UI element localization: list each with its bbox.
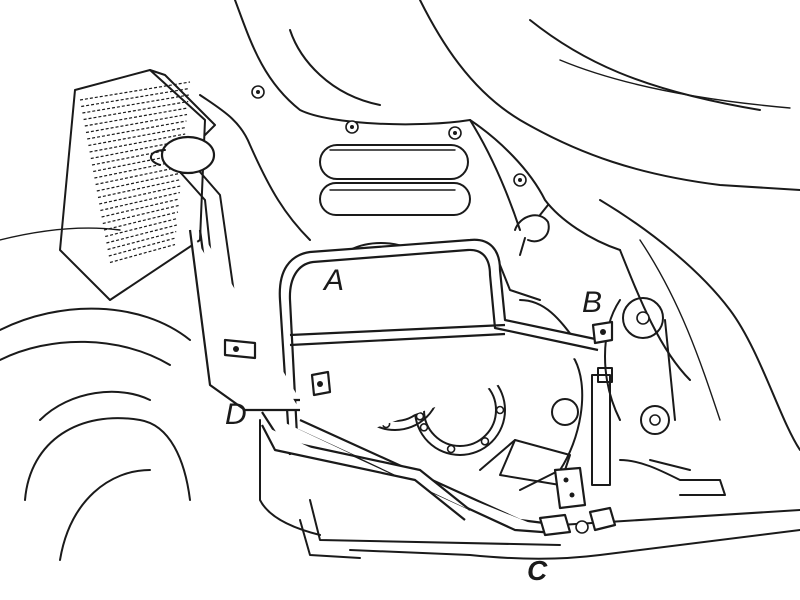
radiator-fin [84, 107, 188, 127]
label-c: C [527, 555, 548, 586]
radiator-fin [85, 113, 188, 134]
label-b: B [582, 286, 602, 319]
cover-bolt [419, 423, 429, 432]
radiator-fin [99, 185, 181, 205]
cover-bolt [495, 405, 505, 415]
front-wheel [0, 227, 191, 561]
radiator [59, 69, 216, 301]
engine-guard [188, 229, 800, 560]
front-indicator [150, 135, 236, 301]
radiator-fin [88, 126, 186, 147]
radiator-fin [107, 230, 177, 251]
radiator-fin [96, 172, 182, 192]
radiator-fin [87, 120, 187, 140]
label-a: A [322, 264, 344, 297]
radiator-fin [97, 178, 182, 199]
radiator-fin [108, 237, 176, 257]
panel-bolts [251, 85, 527, 318]
callout-labels: A B C D [225, 264, 602, 586]
radiator-fin [90, 139, 185, 160]
radiator-fin [109, 243, 176, 264]
radiator-fin [91, 146, 185, 166]
radiator-fin [82, 94, 189, 114]
radiator-fin [83, 100, 189, 121]
side-panel [319, 119, 521, 231]
radiator-fin [106, 224, 177, 244]
cover-bolt [415, 411, 425, 421]
radiator-fin [100, 191, 180, 212]
cable-clamp [514, 204, 550, 256]
label-d: D [225, 398, 247, 431]
radiator-fins [79, 81, 191, 264]
fairing-outline [199, 0, 800, 451]
radiator-fin [103, 211, 179, 231]
cover-bolt [480, 436, 490, 446]
frame-right [591, 297, 726, 496]
radiator-fin [89, 133, 186, 153]
radiator-fin [81, 87, 190, 108]
radiator-fin [102, 204, 179, 225]
radiator-fin [105, 217, 178, 238]
cover-bolt [446, 444, 456, 454]
radiator-fin [79, 81, 191, 101]
radiator-fin [101, 198, 180, 218]
